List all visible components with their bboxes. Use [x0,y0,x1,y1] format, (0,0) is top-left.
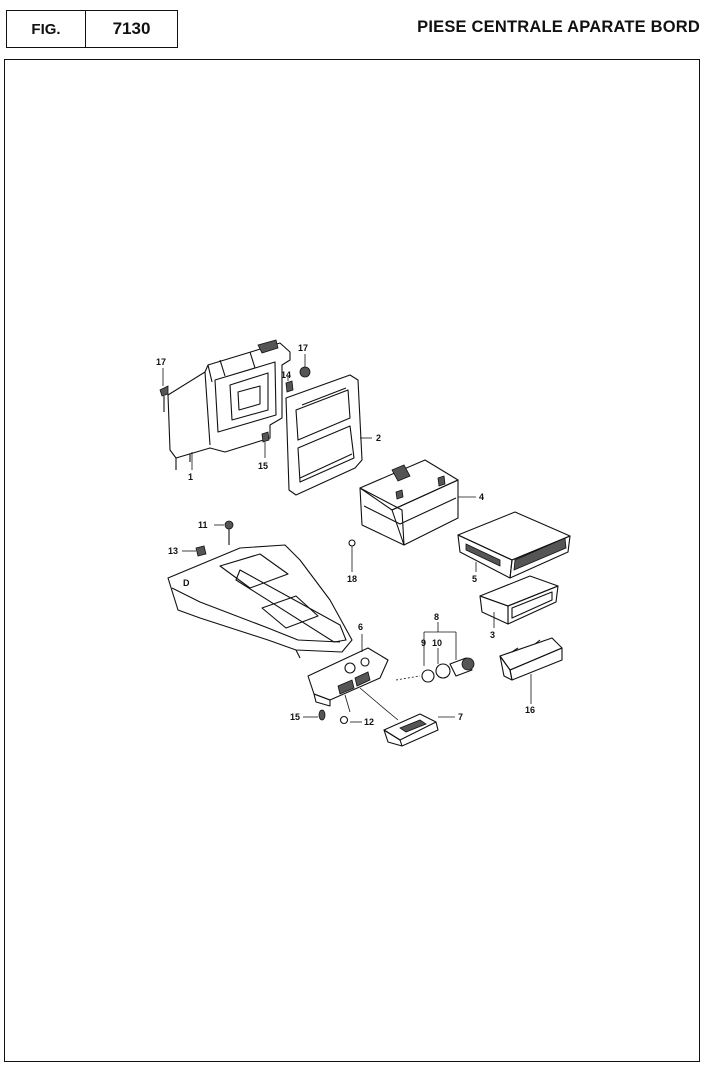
callout-6: 6 [358,622,363,632]
part-2-bezel-frame [285,374,363,496]
part-13-clip [195,545,207,557]
callout-3: 3 [490,630,495,640]
part-4-radio-housing [359,459,459,546]
center-console-tunnel: D [167,544,353,659]
side-mark: D [183,578,190,588]
part-callouts: 1 2 3 4 5 6 7 8 9 10 11 12 13 14 15 15 1… [156,343,535,727]
callout-1: 1 [188,472,193,482]
part-7-ashtray [383,713,439,747]
figure-label: FIG. [7,11,86,47]
part-16-cover-lid [499,637,563,681]
leader-lines [162,354,532,723]
callout-16: 16 [525,705,535,715]
part-1-mounting-bracket [167,339,291,470]
callout-13: 13 [168,546,178,556]
page-title: PIESE CENTRALE APARATE BORD [417,18,700,36]
part-11-screw [224,520,234,545]
callout-2: 2 [376,433,381,443]
part-5-radio-unit [457,511,571,579]
diagram-frame [4,59,700,1062]
callout-11: 11 [198,520,208,530]
callout-8: 8 [434,612,439,622]
figure-id-box: FIG. 7130 [6,10,178,48]
callout-10: 10 [432,638,442,648]
part-17-screw-right [299,366,311,378]
callout-12: 12 [364,717,374,727]
part-15-clip-lower [318,709,326,721]
callout-4: 4 [479,492,484,502]
callout-14: 14 [281,370,291,380]
callout-18: 18 [347,574,357,584]
callout-9: 9 [421,638,426,648]
part-12-screw [339,715,349,725]
callout-5: 5 [472,574,477,584]
callout-15-lower: 15 [290,712,300,722]
figure-number: 7130 [112,19,151,38]
part-15-clip-upper [261,431,270,443]
part-14-clip [285,380,294,393]
callout-15-upper: 15 [258,461,268,471]
callout-17-left: 17 [156,357,166,367]
part-17-screw-left [159,385,169,412]
part-8-lighter-assembly [395,657,475,683]
callout-7: 7 [458,712,463,722]
part-18-clip [348,539,356,547]
part-3-pocket-tray [479,575,559,625]
callout-17-right: 17 [298,343,308,353]
part-6-switch-panel [307,647,399,721]
